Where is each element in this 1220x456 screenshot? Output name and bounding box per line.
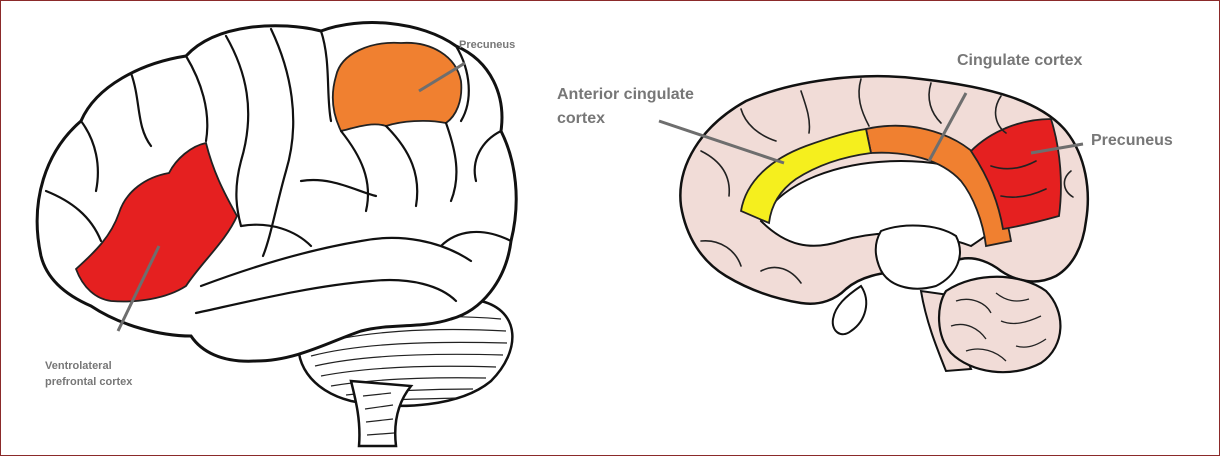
vlpfc-label-line2: prefrontal cortex — [45, 374, 132, 390]
precuneus-medial-label: Precuneus — [1091, 129, 1173, 153]
acc-label-line1: Anterior cingulate — [557, 83, 694, 107]
brainstem — [351, 381, 411, 446]
precuneus-lateral-label: Precuneus — [459, 37, 515, 53]
medial-brain — [659, 76, 1088, 372]
acc-label-line2: cortex — [557, 107, 605, 131]
medial-cerebellum — [939, 277, 1060, 372]
cingulate-label: Cingulate cortex — [957, 49, 1082, 73]
vlpfc-label-line1: Ventrolateral — [45, 358, 112, 374]
precuneus-lateral-region — [333, 43, 462, 131]
